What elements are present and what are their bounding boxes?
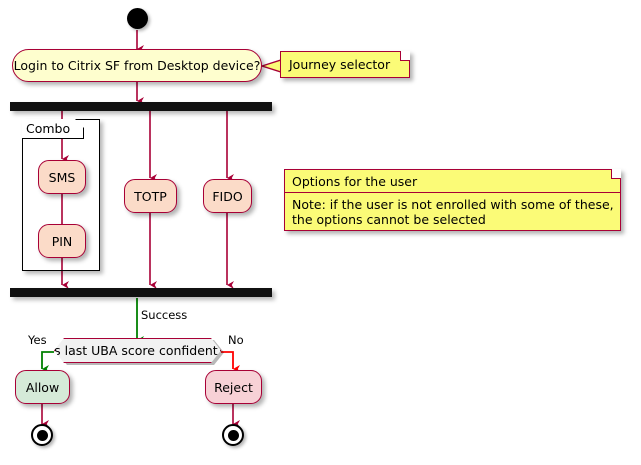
note-legend-header: Options for the user — [285, 170, 620, 193]
end-node-allow — [31, 424, 53, 446]
edge-label-yes: Yes — [28, 333, 47, 347]
end-node-reject-core — [228, 430, 239, 441]
decision-uba-score[interactable]: is last UBA score confident? — [54, 338, 221, 363]
note-legend-header-text: Options for the user — [292, 173, 418, 189]
activity-sms[interactable]: SMS — [38, 160, 86, 194]
fork-bar — [10, 102, 272, 111]
note-legend-line-2: the options cannot be selected — [292, 212, 486, 227]
activity-login[interactable]: Login to Citrix SF from Desktop device? — [12, 49, 262, 82]
activity-reject[interactable]: Reject — [205, 370, 262, 404]
note-journey-selector-text: Journey selector — [289, 57, 391, 72]
note-legend-line-1: Note: if the user is not enrolled with s… — [292, 197, 614, 212]
note-legend-options: Options for the user Note: if the user i… — [284, 169, 621, 231]
note-fold-icon — [400, 51, 410, 61]
activity-totp[interactable]: TOTP — [124, 179, 177, 213]
partition-combo-tab: Combo — [22, 119, 84, 139]
edge-label-no: No — [228, 333, 244, 347]
partition-combo-label: Combo — [26, 121, 71, 136]
end-node-allow-core — [37, 430, 48, 441]
activity-fido[interactable]: FIDO — [203, 179, 252, 213]
join-bar — [10, 288, 272, 297]
edge-decision-no-to-reject — [221, 351, 240, 373]
edge-decision-yes-to-allow — [41, 351, 54, 373]
activity-pin[interactable]: PIN — [38, 224, 86, 258]
note-pointer-journey-selector — [259, 59, 282, 73]
end-node-reject — [222, 424, 244, 446]
note-legend-body: Note: if the user is not enrolled with s… — [285, 193, 620, 230]
start-node — [127, 8, 148, 29]
note-legend-fold-icon — [611, 169, 621, 179]
edge-label-success: Success — [141, 308, 188, 322]
note-journey-selector: Journey selector — [280, 51, 410, 78]
activity-allow[interactable]: Allow — [15, 370, 70, 404]
